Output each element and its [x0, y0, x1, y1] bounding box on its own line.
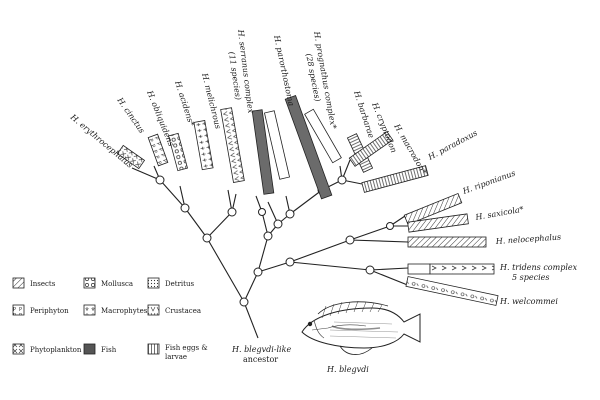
- diet-bars: [116, 94, 499, 306]
- diet-bar: [407, 213, 469, 233]
- ancestor-label: H. blegvdi-like ancestor: [231, 345, 291, 364]
- legend-item-insects: Insects: [12, 277, 56, 289]
- legend-item-crustacea: Crustacea: [147, 304, 201, 316]
- legend-item-phytoplankton: Phytoplankton: [12, 343, 82, 355]
- svg-text:Mollusca: Mollusca: [101, 280, 133, 288]
- node: [365, 265, 375, 275]
- fish-illustration: [301, 300, 421, 355]
- diet-bar: [407, 236, 487, 248]
- legend-swatch: [83, 343, 96, 355]
- legend-item-mollusca: Mollusca: [83, 277, 133, 289]
- diet-bar: [405, 276, 499, 306]
- node: [386, 222, 394, 230]
- svg-text:Phytoplankton: Phytoplankton: [30, 346, 82, 354]
- legend-swatch: [83, 277, 96, 289]
- legend-swatch: [12, 343, 25, 355]
- tree-edges: [131, 159, 411, 339]
- diet-bar: [147, 133, 169, 167]
- ancestor-line-2: ancestor: [243, 355, 278, 364]
- node: [258, 208, 266, 216]
- svg-text:Fish: Fish: [101, 346, 117, 354]
- svg-text:larvae: larvae: [165, 353, 187, 361]
- diet-bar: [304, 108, 342, 164]
- legend-item-macrophytes: Macrophytes: [83, 304, 148, 316]
- svg-text:Crustacea: Crustacea: [165, 307, 201, 315]
- node: [337, 175, 347, 185]
- svg-text:Fish eggs &: Fish eggs &: [165, 344, 208, 352]
- taxon-label: 5 species: [512, 273, 549, 282]
- legend-item-fish-eggs: Fish eggs & larvae: [147, 343, 208, 361]
- legend-swatch: [147, 277, 160, 289]
- legend-swatch: [147, 343, 160, 355]
- taxon-label: H. tridens complex: [499, 263, 578, 272]
- legend-swatch: [12, 277, 25, 289]
- taxon-label: H. erythrocephalus: [68, 112, 134, 170]
- diet-bar: [407, 263, 495, 275]
- node: [273, 219, 283, 229]
- taxon-label: H. riponianus: [461, 169, 517, 197]
- legend-item-fish: Fish: [83, 343, 117, 355]
- taxon-label: H. nelocephalus: [495, 232, 562, 246]
- diet-bar: [251, 109, 275, 195]
- diet-bar: [220, 107, 245, 183]
- legend-swatch: [147, 304, 160, 316]
- node: [345, 235, 355, 245]
- diet-bar: [168, 132, 188, 172]
- diet-bar: [284, 94, 333, 200]
- taxon-label: H. parorthostoma: [272, 34, 296, 108]
- svg-text:Macrophytes: Macrophytes: [101, 307, 148, 315]
- taxon-label: H. paradoxus: [426, 128, 479, 162]
- node: [253, 267, 263, 277]
- node: [285, 209, 295, 219]
- node: [263, 231, 273, 241]
- node: [202, 233, 212, 243]
- diet-bar: [116, 144, 146, 170]
- node: [239, 297, 249, 307]
- taxon-label: H. barbarae: [352, 89, 376, 140]
- taxon-label: H. saxicola*: [474, 205, 524, 222]
- diet-bar: [348, 131, 394, 167]
- svg-text:Periphyton: Periphyton: [30, 307, 69, 315]
- svg-text:Insects: Insects: [30, 280, 56, 288]
- node: [285, 257, 295, 267]
- diet-bar: [264, 110, 290, 180]
- legend-swatch: [83, 304, 96, 316]
- taxon-label: H. cinctus: [115, 95, 147, 135]
- tree-nodes: [155, 175, 394, 307]
- taxon-label: H. acidens*: [173, 79, 196, 127]
- legend-item-detritus: Detritus: [147, 277, 194, 289]
- node: [180, 203, 190, 213]
- diet-bar: [361, 165, 429, 193]
- taxon-labels: H. erythrocephalus H. cinctus H. obliqui…: [68, 28, 578, 306]
- ancestor-line-1: H. blegvdi-like: [231, 345, 291, 354]
- diet-bar: [403, 192, 463, 226]
- diet-bar: [193, 120, 214, 171]
- node: [227, 207, 237, 217]
- legend-item-periphyton: Periphyton: [12, 304, 69, 316]
- taxon-label: H. welcommei: [499, 297, 558, 306]
- legend-swatch: [12, 304, 25, 316]
- fish-caption: H. blegvdi: [326, 365, 369, 374]
- node: [155, 175, 165, 185]
- svg-text:Detritus: Detritus: [165, 280, 194, 288]
- legend: Insects Mollusca Detritus Periphyton Mac…: [12, 277, 208, 361]
